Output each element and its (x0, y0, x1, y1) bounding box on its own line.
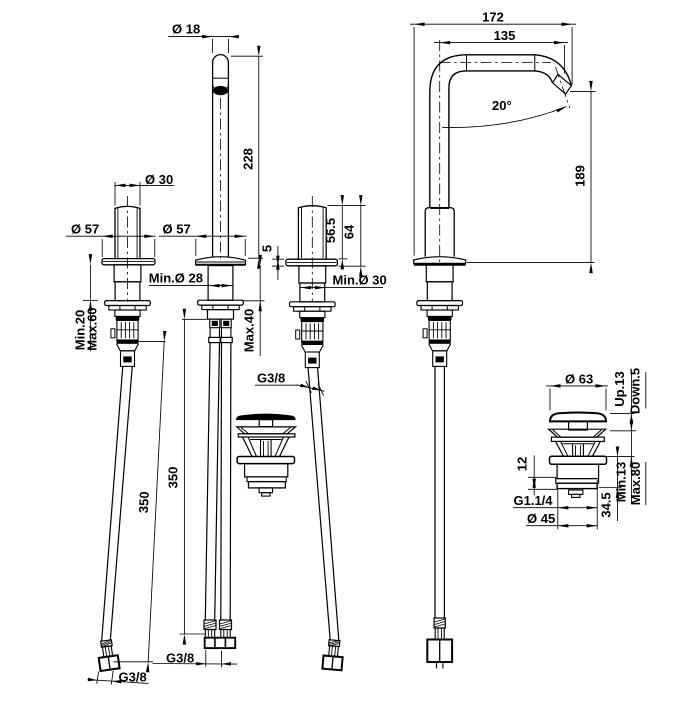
svg-text:Down.5: Down.5 (628, 368, 643, 414)
svg-text:G1.1/4: G1.1/4 (514, 493, 554, 508)
svg-text:Ø 57: Ø 57 (71, 222, 99, 237)
svg-text:G3/8: G3/8 (257, 371, 285, 386)
svg-text:228: 228 (241, 148, 256, 170)
svg-text:56.5: 56.5 (323, 218, 338, 243)
svg-text:12: 12 (515, 457, 530, 471)
svg-text:G3/8: G3/8 (166, 650, 194, 665)
svg-text:Ø 30: Ø 30 (145, 172, 173, 187)
svg-text:Ø 18: Ø 18 (172, 22, 200, 37)
svg-text:Max.60: Max.60 (84, 307, 99, 350)
svg-text:Ø 57: Ø 57 (163, 222, 191, 237)
svg-text:172: 172 (482, 10, 504, 25)
svg-text:350: 350 (166, 467, 181, 489)
svg-text:Max.80: Max.80 (628, 462, 643, 505)
svg-text:G3/8: G3/8 (119, 670, 147, 685)
svg-text:5: 5 (260, 245, 275, 252)
svg-text:20°: 20° (492, 98, 512, 113)
svg-text:189: 189 (573, 165, 588, 187)
svg-text:Max.40: Max.40 (242, 309, 257, 352)
svg-text:Min.20: Min.20 (73, 310, 88, 350)
svg-text:Min.13: Min.13 (614, 462, 629, 502)
svg-text:Ø 45: Ø 45 (527, 511, 555, 526)
svg-text:Ø 63: Ø 63 (565, 372, 593, 387)
svg-text:Min.Ø 30: Min.Ø 30 (333, 273, 387, 288)
svg-text:350: 350 (136, 491, 152, 513)
svg-text:135: 135 (494, 28, 516, 43)
svg-text:34.5: 34.5 (599, 492, 614, 517)
svg-text:Min.Ø 28: Min.Ø 28 (149, 271, 203, 286)
svg-text:64: 64 (342, 224, 357, 239)
svg-text:Up.13: Up.13 (612, 371, 627, 406)
